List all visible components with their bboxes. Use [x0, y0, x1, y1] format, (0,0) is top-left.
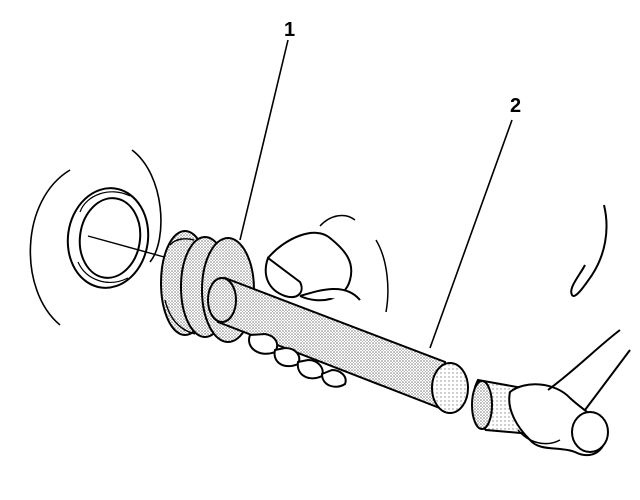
callout-2-label: 2 [510, 95, 521, 117]
callout-2-leader [429, 119, 513, 349]
callout-1-leader [239, 39, 289, 241]
callout-1-label: 1 [284, 19, 295, 41]
driver-handle [207, 276, 469, 414]
callout-leaders [239, 39, 513, 349]
alignment-line [87, 235, 176, 261]
left-hand [248, 214, 389, 388]
right-hand [547, 204, 631, 411]
hammer [471, 378, 609, 457]
housing-bore [29, 149, 162, 326]
